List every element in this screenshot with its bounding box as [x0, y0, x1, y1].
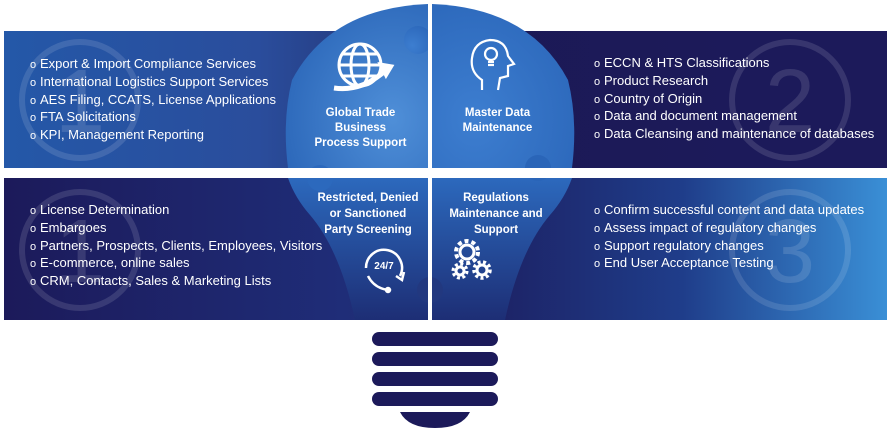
list-item-text: Data Cleansing and maintenance of databa…: [604, 126, 875, 142]
list-item-text: Country of Origin: [604, 90, 703, 106]
list-item-text: Embargoes: [40, 219, 107, 235]
bullet: o: [30, 130, 37, 143]
bullet: o: [30, 258, 37, 271]
watermark-digit: 2: [765, 52, 815, 152]
gears-icon: [451, 239, 492, 280]
quadrant-title-global-trade: Global Trade Business Process Support: [314, 107, 407, 149]
list-item-text: E-commerce, online sales: [40, 255, 190, 271]
list-item-text: KPI, Management Reporting: [40, 127, 205, 143]
bulb-quadrant-bottom-right: [432, 178, 572, 320]
bullet: o: [30, 276, 37, 289]
globe-arrow-icon: [333, 42, 395, 92]
list-item-text: Confirm successful content and data upda…: [604, 202, 865, 217]
bullet: o: [30, 222, 37, 235]
list-item-text: Assess impact of regulatory changes: [604, 219, 817, 235]
list-item-text: End User Acceptance Testing: [604, 255, 774, 271]
bullet: o: [594, 205, 601, 217]
bullet: o: [30, 240, 37, 253]
quadrant-title-regulations: Regulations Maintenance and Support: [449, 192, 543, 236]
watermark-digit: 3: [765, 202, 815, 302]
list-item-text: CRM, Contacts, Sales & Marketing Lists: [40, 273, 272, 289]
bullet: o: [30, 76, 37, 89]
bullet: o: [594, 93, 601, 106]
puzzle-knob-top: [404, 26, 432, 54]
bullet: o: [594, 75, 601, 88]
bulb-quadrant-bottom-left: [288, 178, 428, 320]
bullet: o: [594, 258, 601, 271]
list-item-text: Support regulatory changes: [604, 237, 764, 253]
watermark-digit: 1: [55, 202, 105, 302]
list-item-text: International Logistics Support Services: [40, 73, 269, 89]
list-item-text: Product Research: [604, 72, 709, 88]
bullet: o: [30, 205, 37, 217]
quadrant-title-party-screening: Restricted, Denied or Sanctioned Party S…: [317, 192, 419, 236]
list-item-text: Partners, Prospects, Clients, Employees,…: [40, 237, 323, 253]
list-item-text: AES Filing, CCATS, License Applications: [40, 91, 277, 107]
quadrant-title-master-data: Master Data Maintenance: [462, 107, 533, 134]
bullet: o: [30, 59, 37, 71]
bulb-quadrant-top-right: [432, 4, 575, 168]
watermark-digit: 1: [55, 52, 105, 152]
watermark-numbers: [19, 39, 851, 311]
list-item-text: FTA Solicitations: [40, 109, 136, 125]
divider-horizontal: [0, 168, 888, 178]
bullet: o: [594, 222, 601, 235]
watermark-digits: 1 1 2 3: [55, 52, 815, 302]
head-lightbulb-icon: [470, 38, 516, 91]
bullet: o: [594, 129, 601, 142]
list-item-text: Export & Import Compliance Services: [40, 56, 257, 71]
bullet: o: [594, 111, 601, 124]
icon-text-24-7: 24/7: [374, 261, 394, 272]
bullet: o: [594, 58, 601, 70]
divider-vertical: [428, 0, 432, 320]
list-item-text: License Determination: [40, 202, 170, 217]
list-item-text: Data and document management: [604, 108, 797, 124]
bullet: o: [594, 240, 601, 253]
list-item-text: ECCN & HTS Classifications: [604, 55, 770, 70]
bulb-base: [372, 332, 498, 428]
support-24-7-icon: 24/7: [364, 248, 406, 294]
bullet: o: [30, 94, 37, 107]
bullet: o: [30, 112, 37, 125]
